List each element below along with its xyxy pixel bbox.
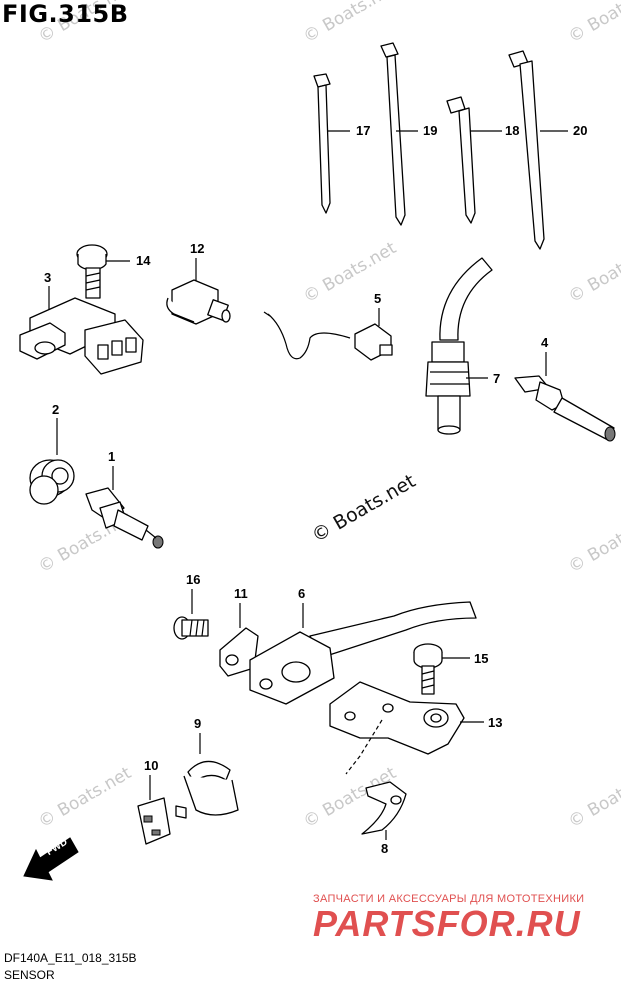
svg-text:PARTSFOR.RU: PARTSFOR.RU	[313, 904, 581, 944]
callout-2: 2	[52, 402, 59, 417]
callout-11: 11	[234, 586, 248, 601]
callout-8: 8	[381, 841, 388, 856]
part-16-bolt	[173, 616, 209, 640]
callout-16: 16	[186, 572, 200, 587]
part-13-bracket	[329, 681, 465, 755]
part-20-cable-tie	[508, 50, 545, 250]
callout-7: 7	[493, 371, 500, 386]
callout-20: 20	[573, 123, 587, 138]
brand-logo: PARTSFOR.RU	[313, 904, 581, 944]
part-19-cable-tie	[380, 42, 406, 226]
callout-17: 17	[356, 123, 370, 138]
callout-12: 12	[190, 241, 204, 256]
part-8-clamp	[361, 781, 407, 835]
part-17-cable-tie	[313, 73, 331, 214]
callout-5: 5	[374, 291, 381, 306]
callout-15: 15	[474, 651, 488, 666]
brand-tagline: ЗАПЧАСТИ И АКСЕССУАРЫ ДЛЯ МОТОТЕХНИКИ	[313, 893, 585, 905]
part-15-bolt	[413, 643, 443, 695]
part-5-knock-sensor	[263, 311, 393, 361]
diagram-name: SENSOR	[4, 968, 55, 982]
part-4-temp-sensor	[514, 375, 616, 442]
part-18-cable-tie	[446, 96, 476, 224]
part-7-o2-sensor	[425, 257, 493, 435]
part-3-map-sensor	[19, 297, 144, 375]
callout-4: 4	[541, 335, 549, 350]
part-2-grommet	[29, 459, 75, 505]
callout-1: 1	[108, 449, 115, 464]
part-14-bolt	[76, 244, 108, 299]
callout-3: 3	[44, 270, 51, 285]
part-1-sensor	[85, 487, 164, 549]
callout-18: 18	[505, 123, 519, 138]
figure-title: FIG.315B	[2, 0, 129, 28]
part-10-tag	[137, 797, 171, 845]
callout-13: 13	[488, 715, 502, 730]
part-6-crank-sensor	[249, 601, 477, 705]
callout-19: 19	[423, 123, 437, 138]
fwd-arrow-icon: FWD	[23, 837, 79, 881]
callout-10: 10	[144, 758, 158, 773]
part-9-clip	[175, 760, 239, 819]
part-12-pressure-switch	[166, 279, 231, 325]
callout-9: 9	[194, 716, 201, 731]
callout-6: 6	[298, 586, 305, 601]
diagram-code: DF140A_E11_018_315B	[4, 951, 137, 965]
callout-14: 14	[136, 253, 151, 268]
